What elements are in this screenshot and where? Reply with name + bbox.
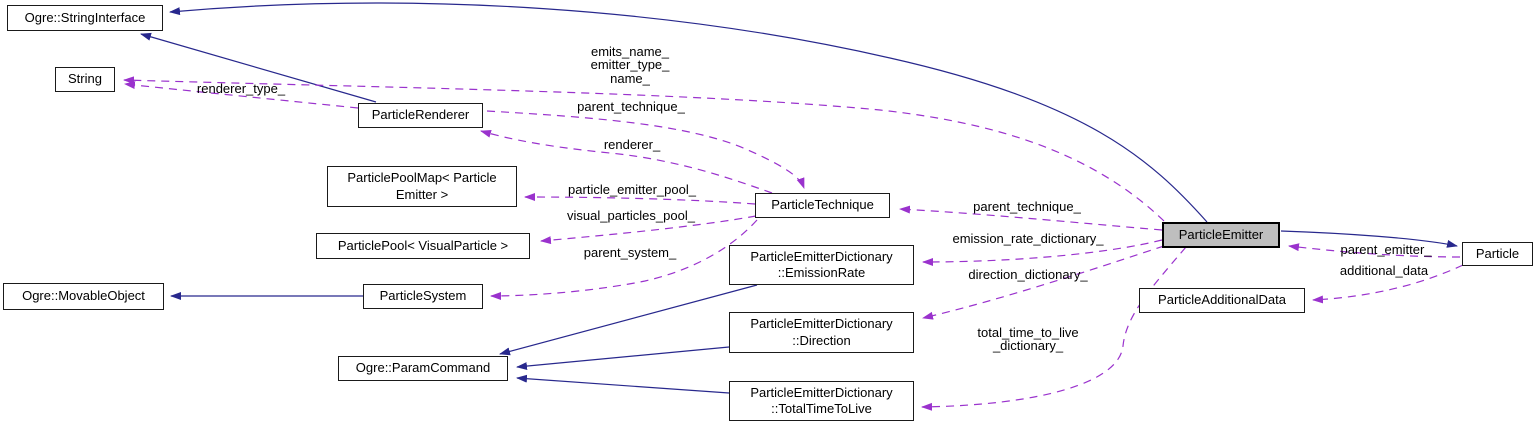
node-ogre-movableobject[interactable]: Ogre::MovableObject bbox=[3, 283, 164, 310]
edge-particleemitter-to-direction bbox=[922, 245, 1165, 320]
edge-direction-to-paramcommand bbox=[516, 346, 730, 371]
node-ogre-paramcommand[interactable]: Ogre::ParamCommand bbox=[338, 356, 508, 381]
node-particlerenderer[interactable]: ParticleRenderer bbox=[358, 103, 483, 128]
edge-particle-to-particleadditionaldata bbox=[1312, 264, 1464, 304]
edge-particleemitter-to-particle bbox=[1280, 230, 1458, 248]
edge-particlerenderer-to-particletechnique bbox=[486, 110, 805, 189]
node-emitterdictionary-emissionrate[interactable]: ParticleEmitterDictionary ::EmissionRate bbox=[729, 245, 914, 285]
node-string[interactable]: String bbox=[55, 67, 115, 92]
node-particlepoolmap[interactable]: ParticlePoolMap< Particle Emitter > bbox=[327, 166, 517, 207]
edge-particle-to-particleemitter bbox=[1288, 243, 1461, 258]
node-emitterdictionary-direction[interactable]: ParticleEmitterDictionary ::Direction bbox=[729, 312, 914, 353]
edge-particletechnique-to-particlepoolmap bbox=[524, 193, 756, 205]
edge-particleemitter-to-totaltimetolive bbox=[921, 246, 1187, 411]
edge-particleemitter-to-string bbox=[123, 76, 1165, 222]
edge-particletechnique-to-particlepool bbox=[540, 215, 757, 245]
edge-particleemitter-to-emissionrate bbox=[922, 239, 1163, 266]
edge-particleemitter-to-particletechnique bbox=[899, 205, 1163, 231]
edge-totaltimetolive-to-paramcommand bbox=[516, 374, 730, 394]
node-particle[interactable]: Particle bbox=[1462, 242, 1533, 266]
node-particletechnique[interactable]: ParticleTechnique bbox=[755, 193, 890, 218]
edge-particlerenderer-to-stringinterface bbox=[140, 32, 377, 103]
node-particlepool[interactable]: ParticlePool< VisualParticle > bbox=[316, 233, 530, 259]
edge-particleemitter-to-stringinterface bbox=[169, 2, 1208, 223]
edge-emissionrate-to-paramcommand bbox=[499, 284, 758, 356]
edge-particlerenderer-to-string bbox=[124, 81, 359, 109]
node-particleadditionaldata[interactable]: ParticleAdditionalData bbox=[1139, 288, 1305, 313]
edge-particletechnique-to-particlesystem bbox=[490, 219, 758, 300]
node-emitterdictionary-totaltimetolive[interactable]: ParticleEmitterDictionary ::TotalTimeToL… bbox=[729, 381, 914, 421]
node-ogre-stringinterface[interactable]: Ogre::StringInterface bbox=[7, 5, 163, 31]
node-particlesystem[interactable]: ParticleSystem bbox=[363, 284, 483, 309]
edge-particletechnique-to-particlerenderer bbox=[480, 129, 773, 194]
node-particleemitter-focus: ParticleEmitter bbox=[1162, 222, 1280, 248]
